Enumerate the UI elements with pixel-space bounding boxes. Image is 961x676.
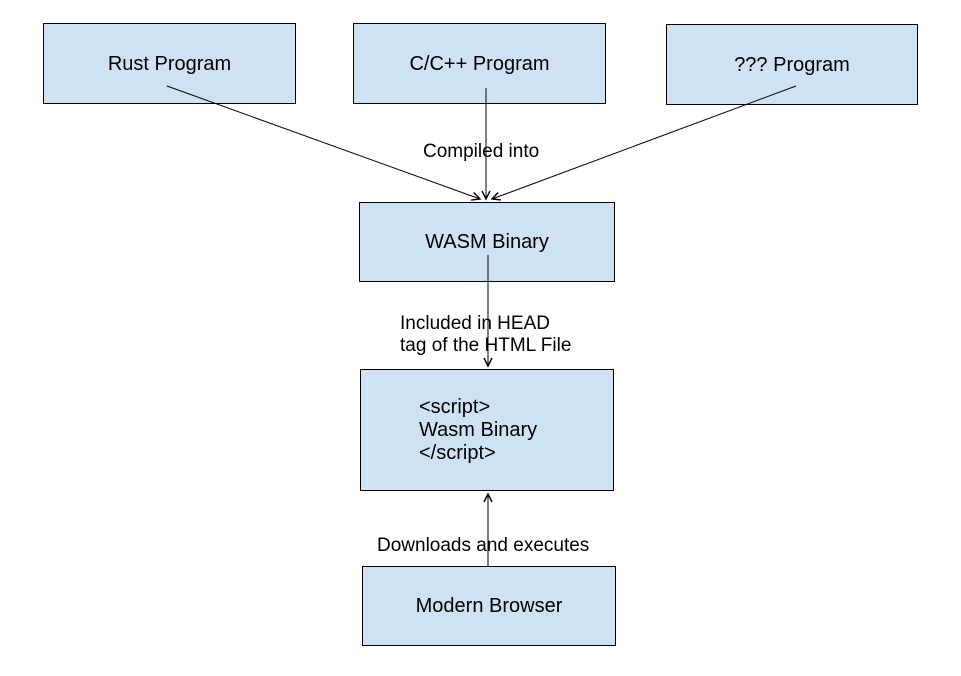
edge-label-downloads-and-executes: Downloads and executes <box>377 535 590 556</box>
node-wasm-binary: WASM Binary <box>359 202 615 282</box>
edge-label-included-in-head: Included in HEAD tag of the HTML File <box>400 313 571 357</box>
node-unknown-program: ??? Program <box>666 24 918 105</box>
script-close-tag-line: </script> <box>419 441 496 464</box>
node-modern-browser: Modern Browser <box>362 566 616 646</box>
node-wasm-binary-label: WASM Binary <box>425 231 549 253</box>
node-script-tag: <script> Wasm Binary </script> <box>360 369 614 491</box>
node-rust-program: Rust Program <box>43 23 296 104</box>
node-c-cpp-program-label: C/C++ Program <box>409 52 550 75</box>
edge-label-included-line1: Included in HEAD <box>400 313 550 334</box>
script-body-line: Wasm Binary <box>419 418 538 441</box>
node-modern-browser-label: Modern Browser <box>415 595 563 617</box>
node-rust-program-label: Rust Program <box>107 52 232 75</box>
edge-label-compiled-into: Compiled into <box>423 141 540 162</box>
node-unknown-program-label: ??? Program <box>734 53 850 76</box>
edge-label-included-line2: tag of the HTML File <box>400 335 572 356</box>
script-open-tag-line: <script> <box>419 395 491 418</box>
node-c-cpp-program: C/C++ Program <box>353 23 606 104</box>
